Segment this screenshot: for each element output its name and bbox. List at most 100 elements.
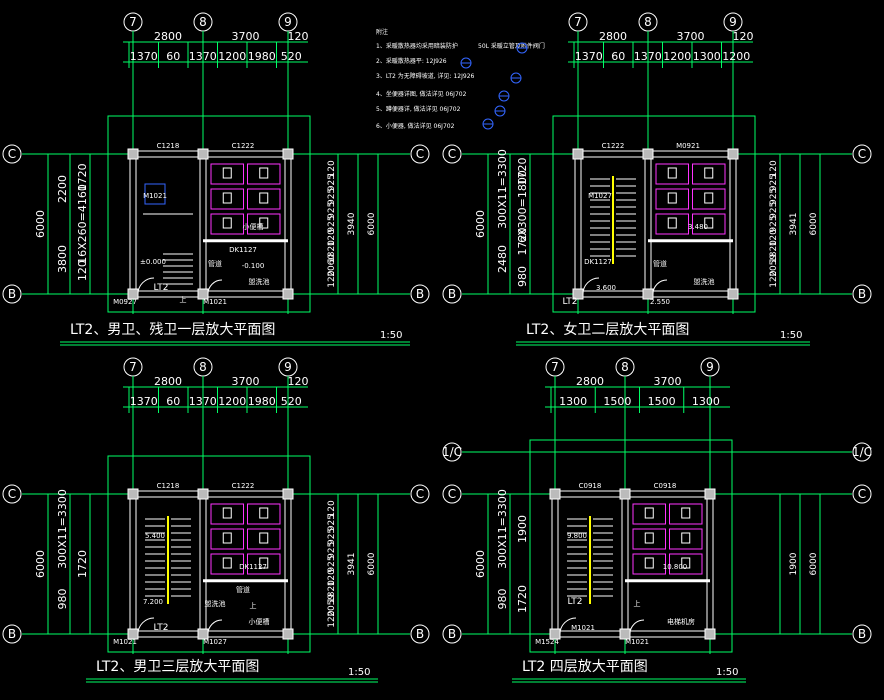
dim-top-sub-3: 1200 xyxy=(218,395,246,408)
toilet-fixture xyxy=(222,507,232,519)
axis-left-C: C xyxy=(8,487,16,501)
dim-right-7: 2060 xyxy=(327,254,337,277)
wall-9 xyxy=(284,150,292,298)
dim-top-sub-0: 1300 xyxy=(559,395,587,408)
axis-top-8: 8 xyxy=(621,360,629,374)
plan-label-8: 盥洗池 xyxy=(249,277,270,286)
notes-block: 附注 1、采暖散热器均采用暗装防护 50L 采暖立管及附件阀门 2、采暖散热器平… xyxy=(376,28,545,130)
plan-label-6: 7.200 xyxy=(143,598,163,606)
toilet-fixture xyxy=(644,507,654,519)
dim-left-outer: 6000 xyxy=(474,210,487,238)
column-1 xyxy=(197,488,209,500)
dim-top-main-2: 120 xyxy=(288,30,309,43)
toilet-fixture xyxy=(667,167,677,179)
plan-label-7: DK1127 xyxy=(239,563,267,571)
cubicle xyxy=(669,503,703,525)
dim-top-main-1: 3700 xyxy=(654,375,682,388)
dim-right-9: 3941 xyxy=(789,213,799,236)
column-1 xyxy=(642,148,654,160)
plan-label-12: 上 xyxy=(180,295,187,304)
dim-left-inner-0: 1720 xyxy=(76,163,89,191)
axis-right-B: B xyxy=(858,627,866,641)
axis-right-B: B xyxy=(416,287,424,301)
dim-right-2: 925 xyxy=(327,528,337,545)
plan-scale: 1:50 xyxy=(348,667,370,678)
toilet-fixture xyxy=(259,217,269,229)
toilet-fixture xyxy=(222,192,232,204)
dim-top-sub-1: 60 xyxy=(166,395,180,408)
plan-scale: 1:50 xyxy=(380,330,402,341)
cubicle xyxy=(632,503,666,525)
cubicle xyxy=(210,553,244,575)
axis-right-C-circle xyxy=(852,484,872,504)
cubicle xyxy=(210,163,244,185)
dim-left-inner-1: 6X300=1800 xyxy=(516,170,529,243)
plan-label-7: 3.480 xyxy=(688,223,708,231)
dim-right-8: 120 xyxy=(769,270,779,287)
axis-left-C-circle xyxy=(442,144,462,164)
wall-C xyxy=(551,490,714,498)
plan-label-4: M1027 xyxy=(203,638,227,646)
door-arc xyxy=(207,279,223,295)
toilet-fixture xyxy=(222,557,232,569)
dim-top-sub-3: 1200 xyxy=(663,50,691,63)
plan-label-0: C0918 xyxy=(579,482,602,490)
axis-right-C-circle xyxy=(410,144,430,164)
plan-label-1: C1222 xyxy=(232,482,255,490)
dim-right-6: 1820 xyxy=(327,580,337,603)
dim-top-sub-0: 1370 xyxy=(130,395,158,408)
door-arc xyxy=(137,617,155,635)
axis-top-7: 7 xyxy=(129,360,137,374)
cubicle xyxy=(632,528,666,550)
plan-label-5: LT2 xyxy=(154,623,169,633)
accessible-toilet xyxy=(144,183,166,205)
dim-right-4: 925 xyxy=(769,215,779,232)
axis-right-B: B xyxy=(858,287,866,301)
plan-label-0: C1222 xyxy=(602,142,625,150)
dim-left-inner-2: 1720 xyxy=(516,228,529,256)
axis-top-8: 8 xyxy=(199,15,207,29)
cubicle xyxy=(692,213,726,235)
axis-left-B: B xyxy=(448,627,456,641)
dim-left-outer: 6000 xyxy=(34,550,47,578)
building-outline xyxy=(107,115,311,313)
dim-top-sub-2: 1370 xyxy=(189,50,217,63)
column-5 xyxy=(282,628,294,640)
toilet-fixture xyxy=(644,532,654,544)
dim-top-sub-0: 1370 xyxy=(130,50,158,63)
axis-top-8: 8 xyxy=(644,15,652,29)
cubicle xyxy=(655,188,689,210)
dim-right-5: 120 xyxy=(769,229,779,246)
axis-left-B-circle xyxy=(442,284,462,304)
axis-left-B: B xyxy=(8,287,16,301)
plan-label-0: C1218 xyxy=(157,142,180,150)
cubicle xyxy=(692,163,726,185)
plan-label-5: M1021 xyxy=(571,624,595,632)
plan-scale: 1:50 xyxy=(780,330,802,341)
plan-label-6: LT2 xyxy=(568,597,583,607)
dim-right-2: 925 xyxy=(769,188,779,205)
dim-left-inner-2: 120 xyxy=(76,260,89,281)
dim-top-sub-3: 1300 xyxy=(692,395,720,408)
cubicle xyxy=(210,188,244,210)
plan-title: LT2、男卫、残卫一层放大平面图 xyxy=(70,322,275,338)
dim-top-sub-4: 1980 xyxy=(248,50,276,63)
column-5 xyxy=(704,628,716,640)
plan-scale: 1:50 xyxy=(716,667,738,678)
dim-right-0: 120 xyxy=(327,500,337,517)
dim-top-sub-1: 60 xyxy=(166,50,180,63)
toilet-fixture xyxy=(644,557,654,569)
axis-left-1/C-circle xyxy=(442,442,462,462)
dim-left-mid-1: 980 xyxy=(496,589,509,610)
axis-left-B-circle xyxy=(442,624,462,644)
cubicle xyxy=(669,553,703,575)
axis-right-B: B xyxy=(416,627,424,641)
column-0 xyxy=(127,488,139,500)
axis-right-B-circle xyxy=(852,284,872,304)
axis-right-C: C xyxy=(858,487,866,501)
dim-left-inner-0: 1720 xyxy=(76,550,89,578)
column-1 xyxy=(619,488,631,500)
